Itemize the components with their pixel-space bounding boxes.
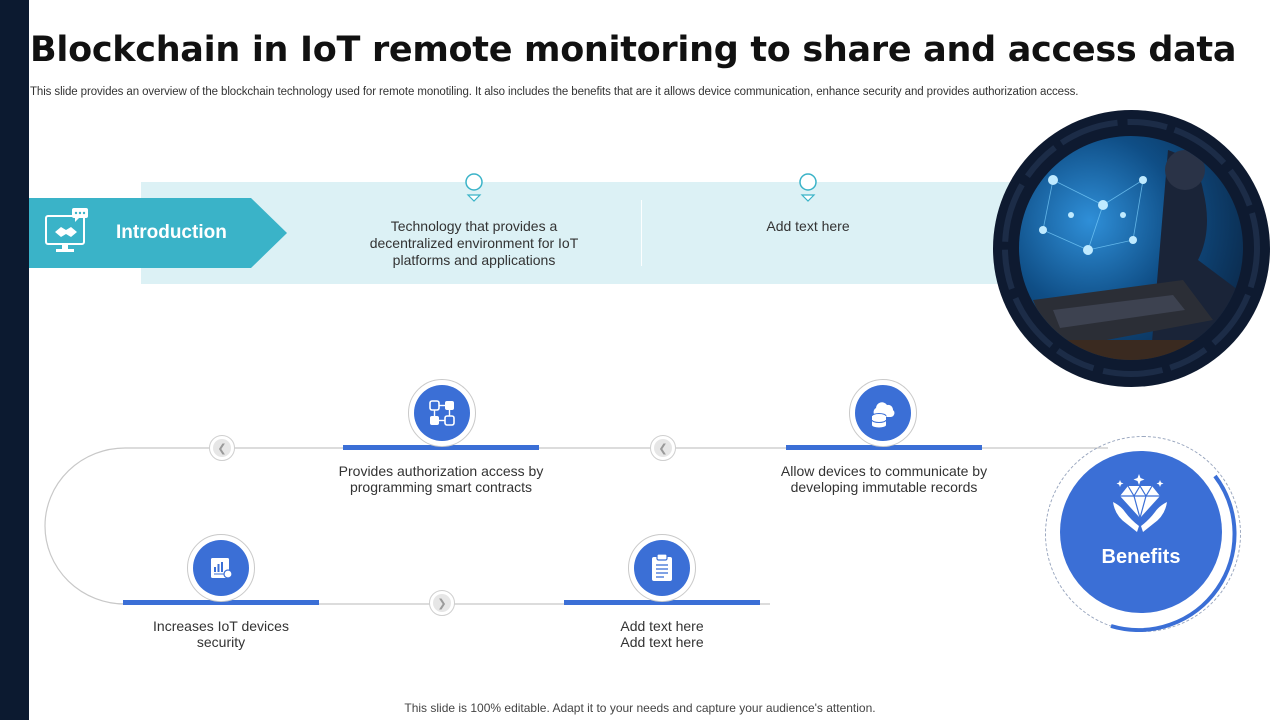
step-circle [408,379,476,447]
benefits-arc [1110,474,1237,632]
arrow-right-icon: ❯ [429,590,455,616]
introduction-divider [641,200,642,266]
footer-note: This slide is 100% editable. Adapt it to… [404,701,876,715]
step-text-line: Add text here [620,634,704,650]
report-chart-icon [193,540,249,596]
introduction-text-1: Technology that provides a decentralized… [369,218,579,268]
handshake-monitor-icon [44,208,90,256]
step-bar [343,445,539,450]
step-circle [849,379,917,447]
introduction-text-2: Add text here [766,218,850,234]
introduction-band [141,182,1041,284]
arrow-left-icon: ❮ [650,435,676,461]
pin-marker-icon [798,173,818,202]
step-circle [187,534,255,602]
clipboard-icon [634,540,690,596]
arrow-left-icon: ❮ [209,435,235,461]
step-bar [564,600,760,605]
introduction-label: Introduction [116,222,227,243]
step-text-line: Add text here [620,618,704,634]
network-nodes-icon [414,385,470,441]
benefits-label: Benefits [1101,546,1181,568]
diamond-hands-icon [1110,472,1170,541]
step-bar [786,445,982,450]
benefits-circle [1060,451,1222,613]
step-text-security: Increases IoT devices security [153,618,289,650]
step-text-add-text: Add text here Add text here [582,618,742,650]
slide-title: Blockchain in IoT remote monitoring to s… [30,30,1237,70]
iot-laptop-photo [1002,119,1260,377]
step-text-authorization: Provides authorization access by program… [338,463,544,495]
step-circle [628,534,696,602]
step-text-communicate: Allow devices to communicate by developi… [780,463,988,495]
pin-marker-icon [464,173,484,202]
introduction-tab [29,198,287,268]
step-bar [123,600,319,605]
cloud-database-icon [855,385,911,441]
slide-subtitle: This slide provides an overview of the b… [30,86,1079,98]
left-accent-bar [0,0,29,720]
